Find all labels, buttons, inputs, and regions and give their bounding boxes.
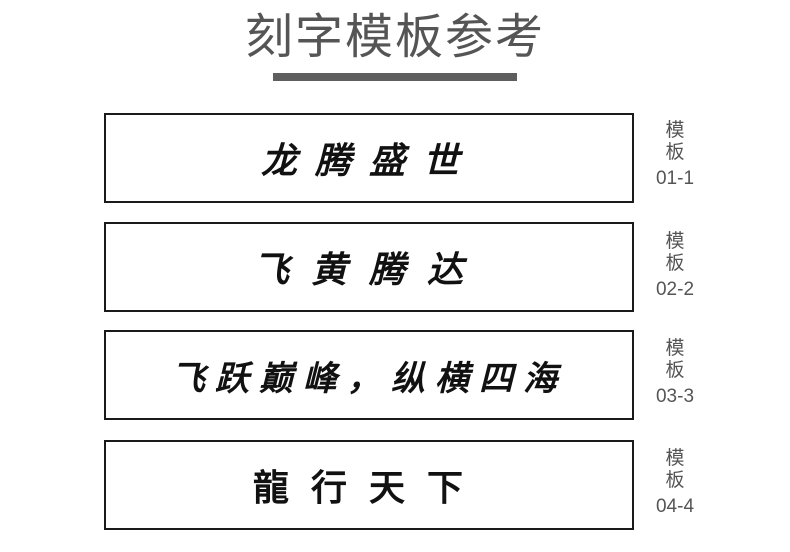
label-char: 模 bbox=[665, 120, 685, 141]
template-text: 飞跃巅峰，纵横四海 bbox=[171, 358, 567, 399]
template-label-2: 模 板 02-2 bbox=[642, 231, 708, 303]
template-box-2[interactable]: 飞黄腾达 bbox=[104, 222, 634, 312]
template-text: 飞黄腾达 bbox=[252, 249, 485, 291]
template-code: 02-2 bbox=[655, 279, 695, 300]
template-text: 龍行天下 bbox=[252, 467, 485, 509]
template-label-3: 模 板 03-3 bbox=[642, 338, 708, 410]
template-code: 01-1 bbox=[655, 168, 695, 189]
template-label-4: 模 板 04-4 bbox=[642, 448, 708, 520]
page-title: 刻字模板参考 bbox=[244, 9, 545, 65]
label-char: 模 bbox=[665, 231, 685, 252]
label-char: 板 bbox=[665, 360, 685, 381]
template-label-1: 模 板 01-1 bbox=[642, 120, 708, 192]
template-text: 龙腾盛世 bbox=[260, 140, 477, 182]
template-box-1[interactable]: 龙腾盛世 bbox=[104, 113, 634, 203]
label-char: 板 bbox=[665, 142, 685, 163]
label-char: 板 bbox=[665, 470, 685, 491]
label-char: 板 bbox=[665, 253, 685, 274]
template-box-4[interactable]: 龍行天下 bbox=[104, 440, 634, 530]
label-char: 模 bbox=[665, 448, 685, 469]
template-code: 03-3 bbox=[655, 386, 695, 407]
template-box-3[interactable]: 飞跃巅峰，纵横四海 bbox=[104, 330, 634, 420]
title-underline bbox=[273, 73, 517, 81]
template-code: 04-4 bbox=[655, 496, 695, 517]
label-char: 模 bbox=[665, 338, 685, 359]
